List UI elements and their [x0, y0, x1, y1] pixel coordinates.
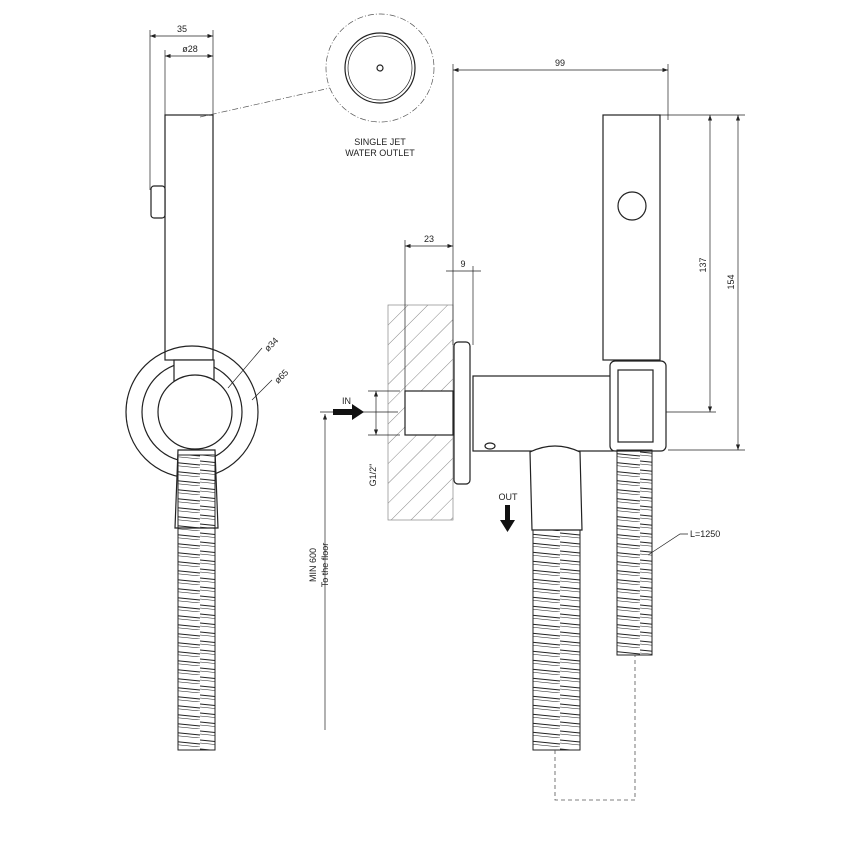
side-view: 99 23 9 137 154 G1/2" IN MIN 600	[308, 58, 745, 801]
hose-outlet	[532, 529, 581, 751]
dim-137-label: 137	[698, 257, 708, 272]
ball-joint	[157, 374, 233, 450]
dim-34-label: ø34	[262, 335, 280, 353]
detail-label-1: SINGLE JET	[354, 137, 406, 147]
dim-9-label: 9	[460, 259, 465, 269]
hose-length-label: L=1250	[690, 529, 720, 539]
inlet-label: IN	[342, 396, 351, 406]
dim-35-label: 35	[177, 24, 187, 34]
valve-body	[472, 375, 614, 452]
hose-handshower	[616, 449, 653, 656]
button-icon	[617, 191, 647, 221]
dim-65-label: ø65	[272, 367, 290, 385]
outlet-nut	[529, 445, 583, 531]
front-view: 35 ø28 ø34 ø65	[125, 24, 290, 751]
outlet-label: OUT	[499, 492, 519, 502]
flange	[453, 341, 471, 485]
inlet-arrow-icon	[333, 404, 364, 420]
dim-28-label: ø28	[182, 44, 198, 54]
hose	[177, 454, 216, 751]
jet-nozzle-icon	[376, 64, 384, 72]
handshower-side	[602, 114, 661, 361]
min-height-note: To the floor	[320, 543, 330, 588]
button-icon	[150, 185, 166, 219]
outlet-detail: SINGLE JET WATER OUTLET	[199, 13, 435, 158]
min-height-label: MIN 600	[308, 548, 318, 582]
outlet-arrow-icon	[500, 505, 515, 532]
dim-154-label: 154	[726, 274, 736, 289]
handshower-body	[164, 114, 214, 361]
dim-99-label: 99	[555, 58, 565, 68]
thread-label: G1/2"	[368, 464, 378, 487]
inlet-pipe	[404, 390, 454, 436]
detail-label-2: WATER OUTLET	[345, 148, 415, 158]
dim-23-label: 23	[424, 234, 434, 244]
